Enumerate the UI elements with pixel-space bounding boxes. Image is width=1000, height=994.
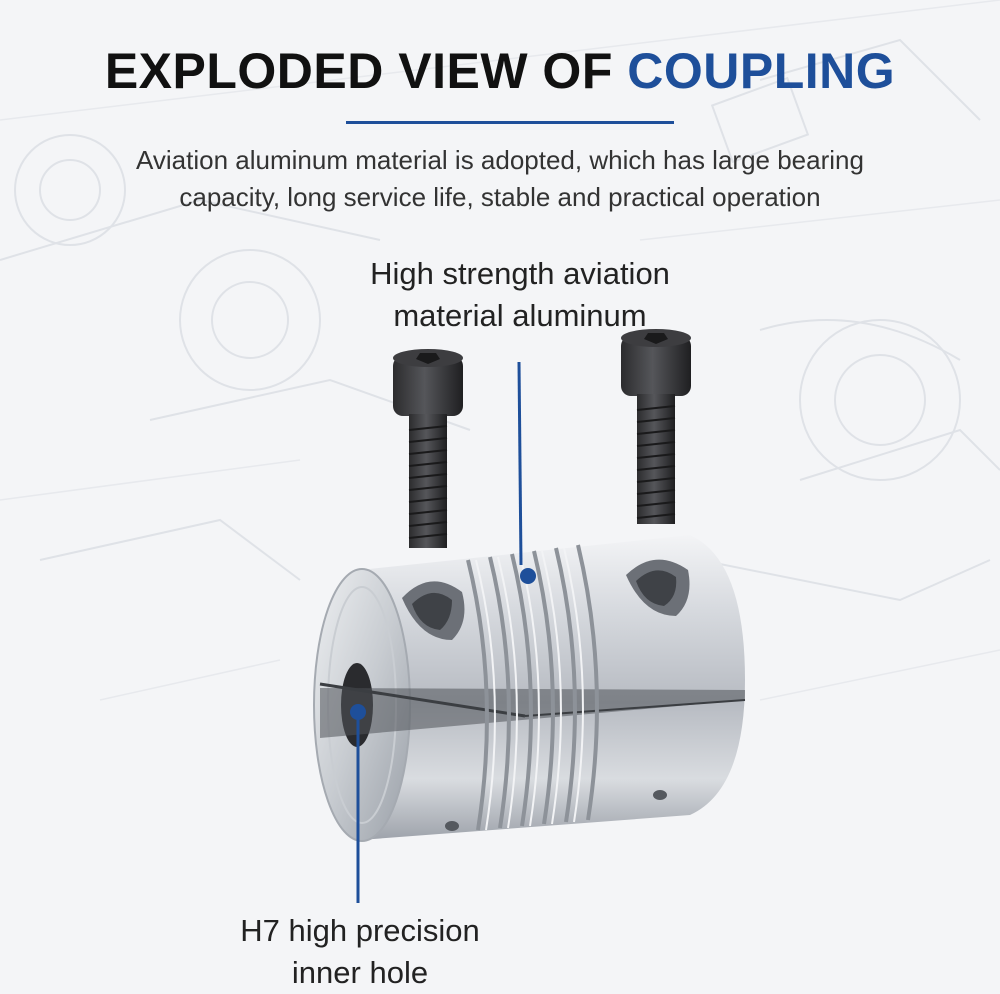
right-screw-icon bbox=[621, 329, 691, 524]
page-title: EXPLODED VIEW OF COUPLING bbox=[0, 42, 1000, 100]
bore-leader-line bbox=[350, 704, 366, 903]
material-callout-line-2: material aluminum bbox=[393, 298, 647, 333]
material-callout-line-1: High strength aviation bbox=[370, 256, 670, 291]
bore-callout: H7 high precision inner hole bbox=[210, 910, 510, 994]
material-leader-line bbox=[517, 361, 536, 584]
coupling-body bbox=[313, 535, 746, 842]
title-accent: COUPLING bbox=[627, 43, 896, 99]
subtitle-line-2: capacity, long service life, stable and … bbox=[179, 182, 821, 212]
material-callout: High strength aviation material aluminum bbox=[300, 253, 740, 337]
title-main: EXPLODED VIEW OF bbox=[104, 43, 628, 99]
bore-callout-line-2: inner hole bbox=[291, 955, 429, 990]
subtitle-line-1: Aviation aluminum material is adopted, w… bbox=[136, 145, 864, 175]
subtitle: Aviation aluminum material is adopted, w… bbox=[60, 142, 940, 216]
title-underline bbox=[346, 121, 674, 124]
bore-callout-line-1: H7 high precision bbox=[240, 913, 480, 948]
left-screw-icon bbox=[393, 349, 463, 548]
